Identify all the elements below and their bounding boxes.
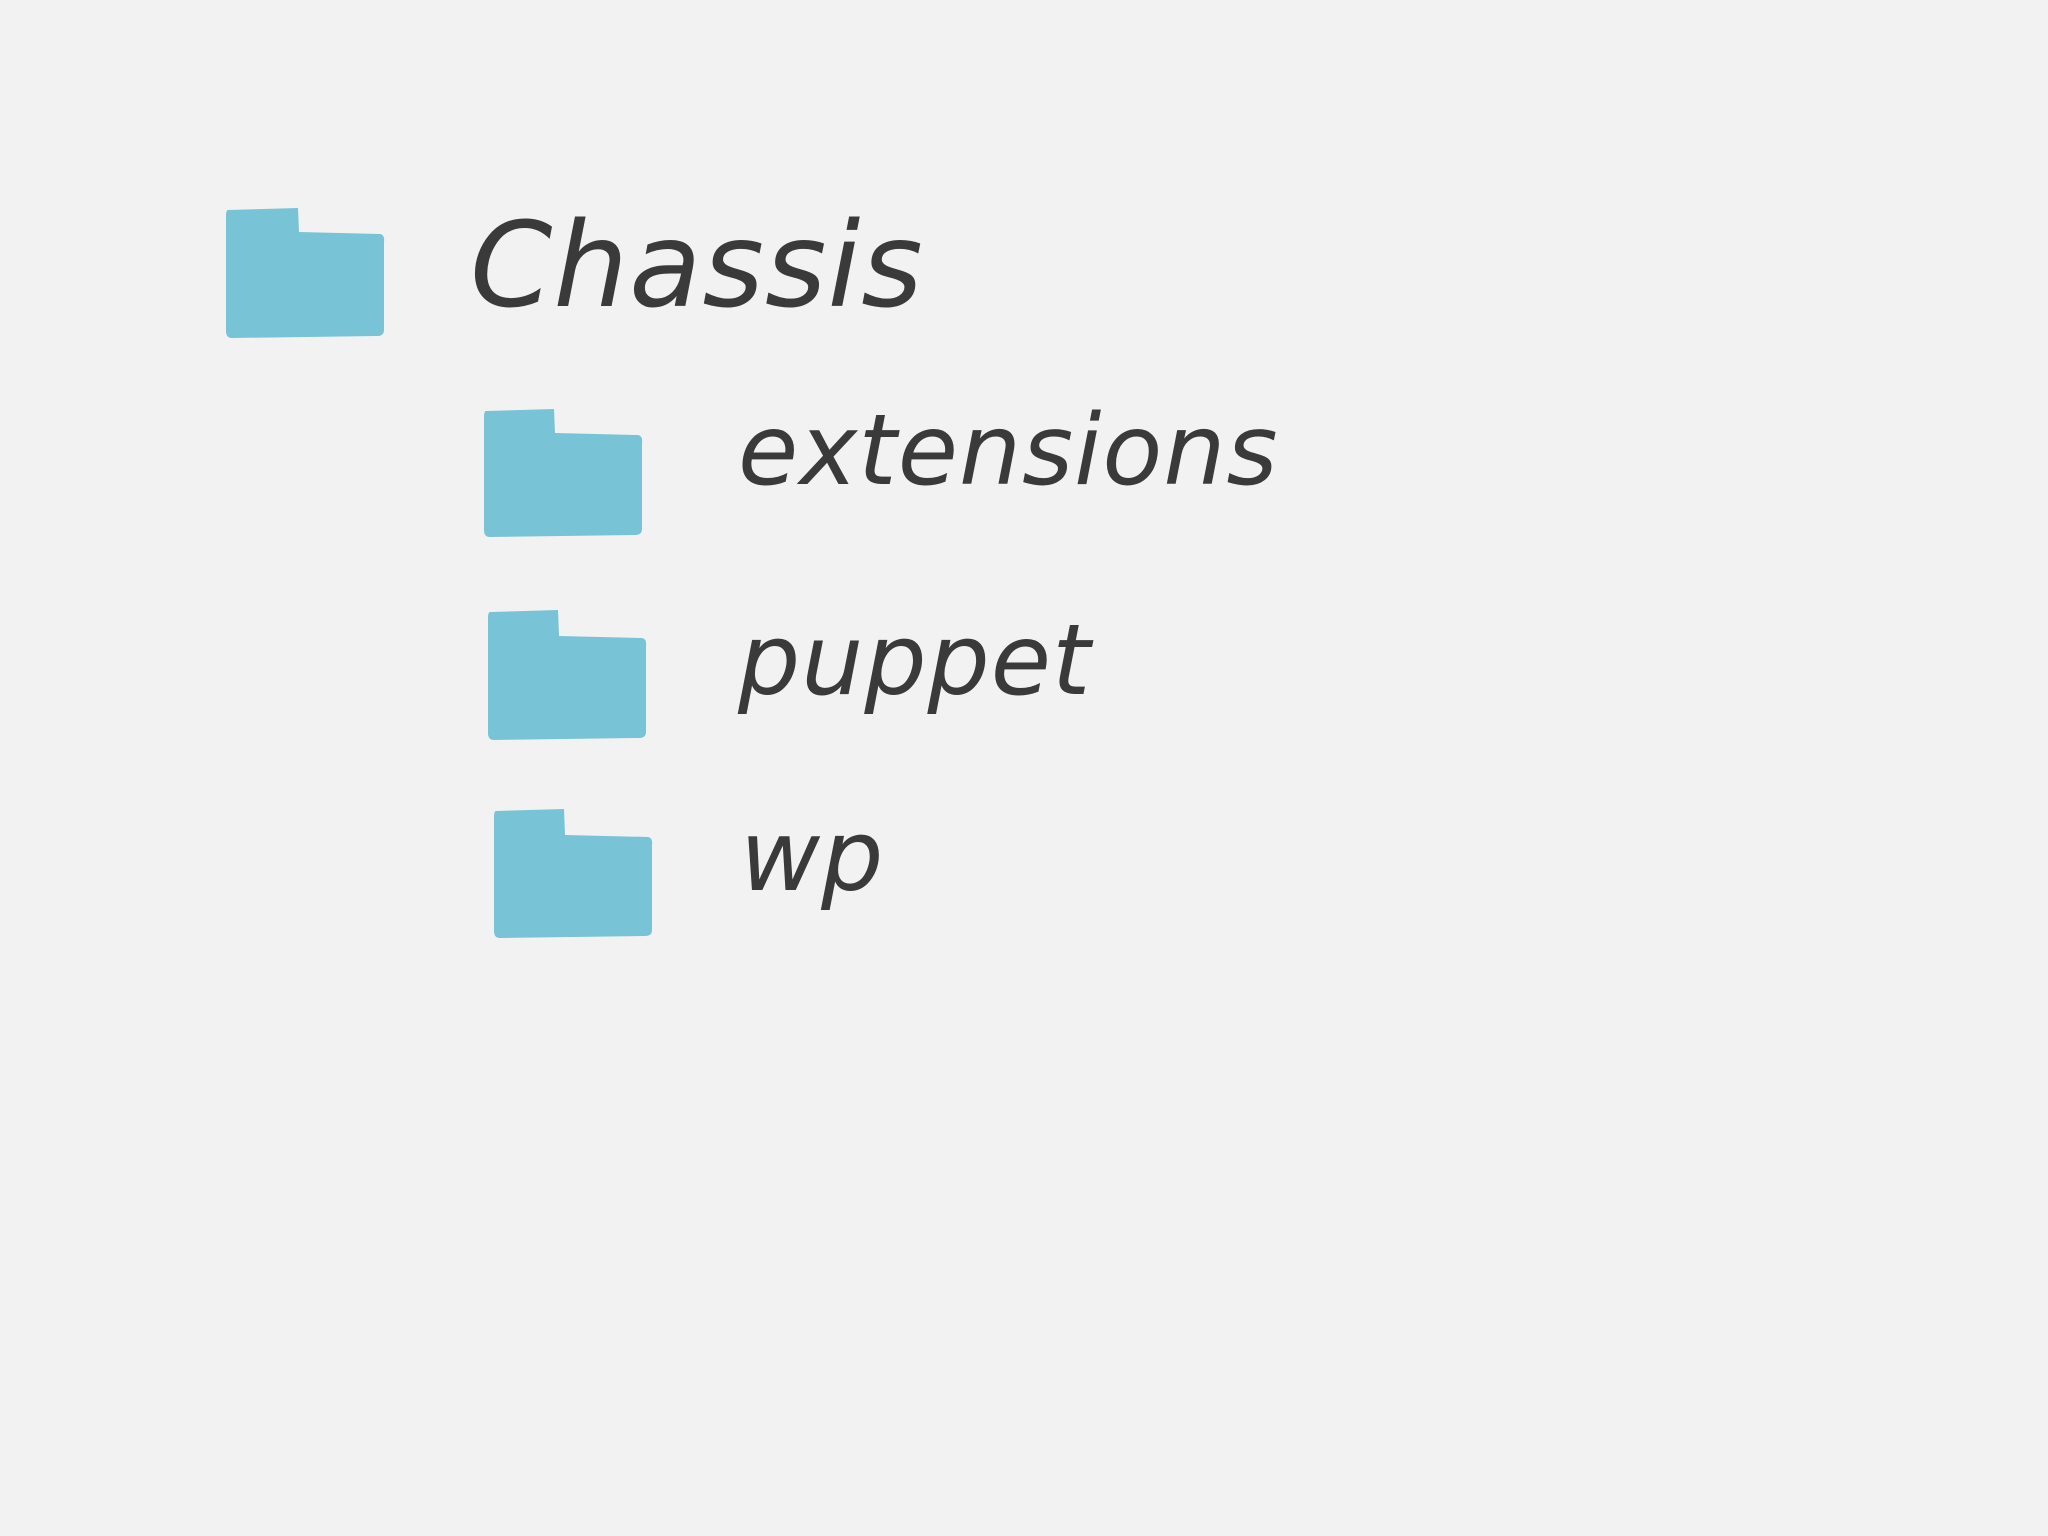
child-folder-label-puppet: puppet: [738, 604, 1092, 718]
child-folder-label-wp: wp: [740, 800, 885, 914]
folder-icon: [488, 610, 647, 740]
child-folder-icon-extensions: [480, 406, 646, 540]
child-folder-label-extensions: extensions: [738, 394, 1279, 508]
child-folder-icon-puppet: [484, 608, 650, 742]
root-folder-icon: [222, 206, 388, 340]
root-folder-label: Chassis: [470, 196, 924, 334]
folder-icon: [494, 809, 653, 938]
folder-icon: [484, 409, 643, 537]
folder-icon: [226, 208, 385, 338]
child-folder-icon-wp: [490, 806, 656, 940]
